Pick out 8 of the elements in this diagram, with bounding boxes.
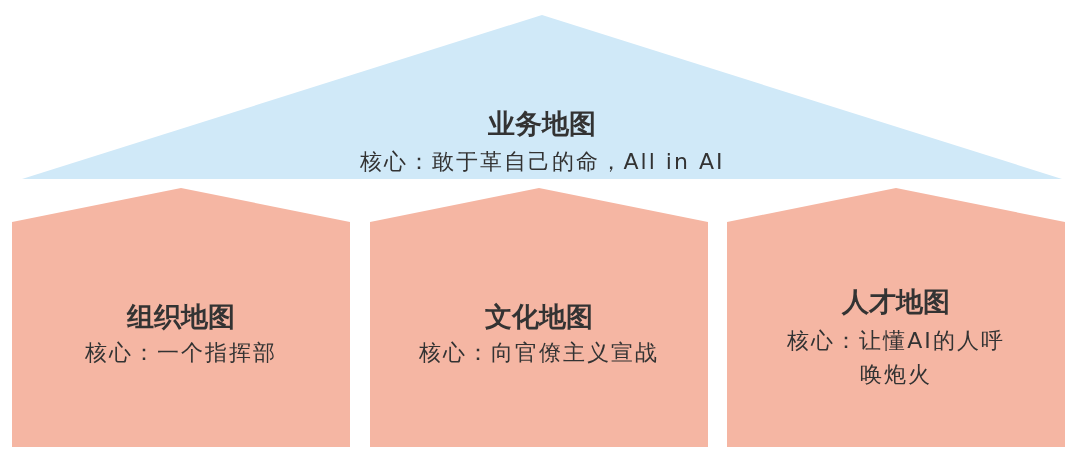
heading: 业务地图 [487, 107, 597, 141]
subheading: 核心：向官僚主义宣战 [418, 339, 660, 367]
subheading: 核心：敢于革自己的命，All in AI [358, 148, 726, 176]
subheading: 核心：让懂AI的人呼唤炮火 [786, 327, 1006, 389]
heading: 文化地图 [484, 300, 594, 334]
heading: 组织地图 [125, 300, 236, 334]
heading: 人才地图 [840, 285, 951, 319]
subheading: 核心：一个指挥部 [84, 339, 278, 367]
